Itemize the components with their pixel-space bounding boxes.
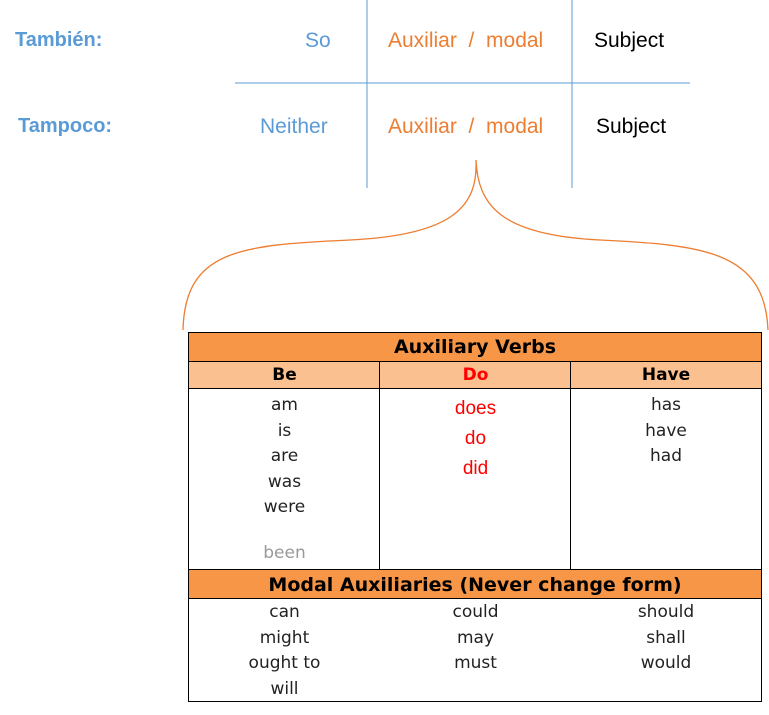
list-item: may (456, 627, 495, 648)
list-item: is (277, 420, 292, 441)
list-item: shall (646, 627, 686, 648)
auxiliar-modal-2: Auxiliar / modal (388, 115, 544, 138)
modal-column-3: should shall would (571, 600, 761, 677)
list-item: have (645, 420, 687, 441)
list-item: could (452, 602, 499, 622)
subject-2: Subject (596, 115, 667, 138)
list-item: can (269, 602, 300, 622)
do-forms: does do did (380, 394, 571, 484)
list-item: did (462, 458, 489, 479)
be-forms: am is are was were been (189, 393, 380, 569)
subject-1: Subject (594, 29, 665, 52)
modal-column-2: could may must (380, 600, 571, 677)
have-forms: has have had (571, 393, 761, 470)
rule-label-tampoco: Tampoco: (18, 115, 113, 137)
list-item: has (650, 395, 682, 415)
list-item: must (454, 653, 497, 673)
auxiliar-modal-1: Auxiliar / modal (388, 29, 544, 52)
connector-neither: Neither (260, 115, 328, 138)
auxiliary-verbs-table: Auxiliary Verbs Be Do Have am is are was… (188, 332, 762, 702)
list-item: will (270, 678, 299, 699)
column-header-be: Be (189, 362, 380, 389)
curly-brace (182, 159, 769, 331)
list-item: are (270, 446, 299, 466)
list-item: was (267, 471, 302, 492)
list-item: does (454, 398, 497, 419)
list-item: been (263, 542, 306, 563)
auxiliary-verbs-title: Auxiliary Verbs (189, 333, 761, 362)
list-item: were (263, 497, 306, 517)
rule-label-tambien: También: (15, 29, 103, 51)
column-divider (379, 362, 380, 569)
modal-auxiliaries-title: Modal Auxiliaries (Never change form) (189, 569, 761, 599)
column-header-do: Do (380, 362, 571, 389)
list-item: am (271, 395, 298, 415)
list-item: might (259, 627, 310, 648)
connector-so: So (305, 29, 331, 52)
modal-column-1: can might ought to will (189, 600, 380, 702)
column-header-have: Have (571, 362, 761, 389)
list-item: do (464, 428, 487, 449)
list-item: should (637, 602, 695, 622)
list-item: ought to (248, 653, 321, 673)
list-item: had (650, 446, 682, 466)
list-item: would (640, 653, 692, 673)
column-divider (570, 362, 571, 569)
